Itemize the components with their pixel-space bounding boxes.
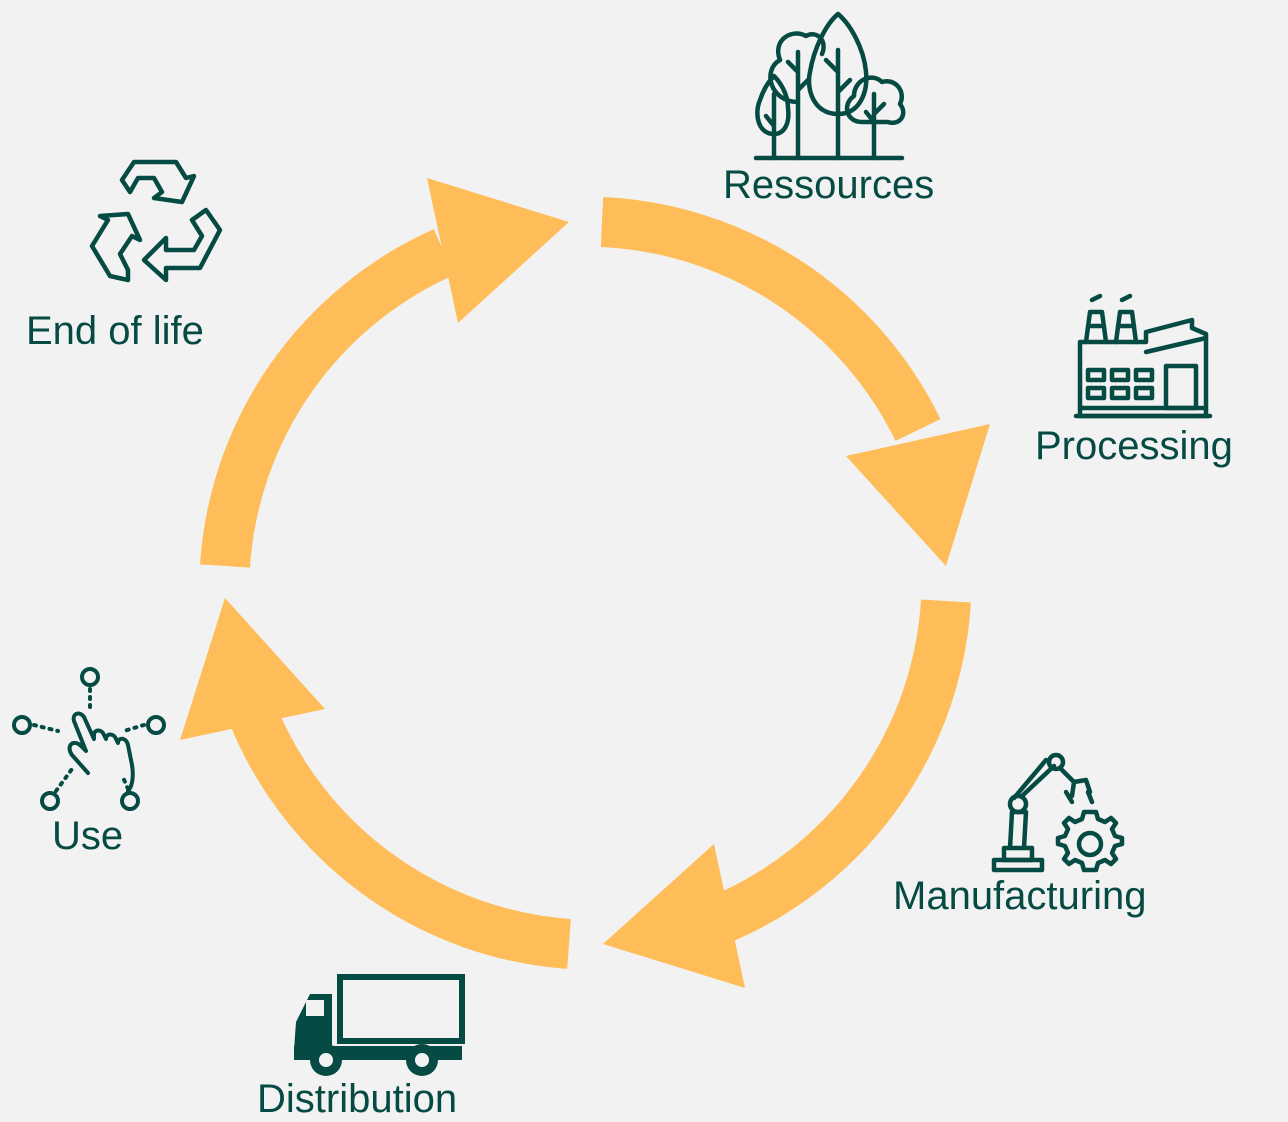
stage-label-manufacturing: Manufacturing [893, 874, 1147, 918]
arrow-distribution-to-use [180, 598, 571, 969]
robot-arm-gear-icon [990, 752, 1125, 877]
recycle-icon [88, 158, 224, 294]
stage-label-distribution: Distribution [257, 1077, 458, 1121]
trees-icon [750, 10, 910, 165]
arrow-manufacturing-to-distribution [603, 599, 971, 988]
factory-icon [1072, 290, 1214, 425]
touch-gesture-icon [10, 665, 170, 815]
stage-label-processing: Processing [1035, 424, 1233, 468]
stage-label-ressources: Ressources [723, 163, 935, 207]
stage-label-use: Use [52, 814, 124, 858]
stage-label-end-of-life: End of life [26, 309, 204, 353]
truck-icon [290, 972, 470, 1082]
arrow-use-to-ressources [200, 178, 569, 568]
arrow-ressources-to-processing [600, 197, 990, 566]
